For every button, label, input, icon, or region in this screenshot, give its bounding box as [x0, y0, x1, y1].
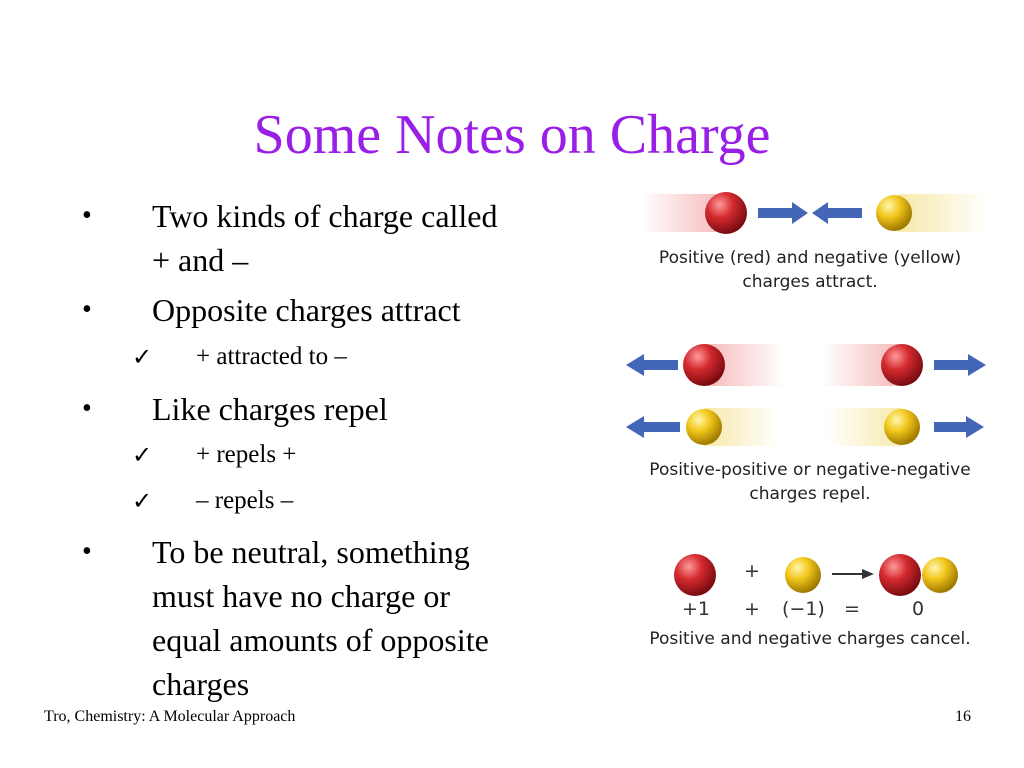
- charge-figure: Positive (red) and negative (yellow) cha…: [600, 180, 1020, 660]
- arrow-right-icon: [934, 354, 986, 376]
- check-icon: ✓: [132, 441, 153, 469]
- positive-charge-icon: [674, 554, 716, 596]
- arrow-right-icon: [934, 416, 984, 438]
- arrow-left-icon: [626, 416, 680, 438]
- bullet-line: Like charges repel: [152, 391, 388, 427]
- negative-charge-icon: [922, 557, 958, 593]
- positive-charge-icon: [705, 192, 747, 234]
- bullet-opposite-attract: • Opposite charges attract: [82, 288, 602, 332]
- caption-line: charges repel.: [749, 484, 871, 504]
- subbullet-pos-repels: ✓ + repels +: [132, 438, 596, 472]
- bullet-line: + repels +: [196, 441, 297, 468]
- check-icon: ✓: [132, 487, 153, 515]
- negative-charge-icon: [686, 409, 722, 445]
- positive-charge-icon: [683, 344, 725, 386]
- equation-result: 0: [912, 598, 925, 620]
- bullet-line: equal amounts of opposite: [152, 622, 489, 658]
- caption-line: charges attract.: [742, 272, 878, 292]
- bullet-marker: •: [82, 200, 92, 231]
- attract-diagram: [640, 192, 988, 234]
- positive-charge-icon: [879, 554, 921, 596]
- arrow-left-icon: [626, 354, 678, 376]
- bullet-line: must have no charge or: [152, 578, 450, 614]
- bullet-list: • Two kinds of charge called + and – • O…: [82, 194, 602, 702]
- bullet-marker: •: [82, 393, 92, 424]
- equation-equals: =: [844, 598, 860, 620]
- subbullet-neg-repels: ✓ – repels –: [132, 484, 596, 518]
- equation-top-plus: +: [744, 560, 760, 582]
- bullet-line: Opposite charges attract: [152, 292, 461, 328]
- negative-charge-icon: [884, 409, 920, 445]
- equation-plus: +: [744, 598, 760, 620]
- bullet-line: + and –: [152, 242, 249, 278]
- bullet-line: charges: [152, 666, 250, 702]
- page-number: 16: [955, 708, 971, 725]
- subbullet-attracted: ✓ + attracted to –: [132, 340, 596, 374]
- bullet-line: – repels –: [196, 487, 294, 514]
- bullet-line: Two kinds of charge called: [152, 198, 498, 234]
- reaction-arrow-icon: [862, 569, 874, 579]
- repel-caption: Positive-positive or negative-negative c…: [600, 458, 1020, 506]
- bullet-marker: •: [82, 294, 92, 325]
- caption-line: Positive-positive or negative-negative: [649, 460, 971, 480]
- arrow-left-icon: [812, 202, 862, 224]
- negative-charge-icon: [785, 557, 821, 593]
- footer-source: Tro, Chemistry: A Molecular Approach: [44, 708, 296, 725]
- check-icon: ✓: [132, 343, 153, 371]
- cancel-caption: Positive and negative charges cancel.: [649, 629, 971, 649]
- repel-positive-diagram: [626, 344, 986, 386]
- bullet-line: + attracted to –: [196, 343, 347, 370]
- slide-title: Some Notes on Charge: [253, 104, 771, 166]
- arrow-right-icon: [758, 202, 808, 224]
- repel-negative-diagram: [626, 408, 984, 446]
- positive-charge-icon: [881, 344, 923, 386]
- negative-charge-icon: [876, 195, 912, 231]
- attract-caption: Positive (red) and negative (yellow) cha…: [600, 246, 1020, 294]
- caption-line: Positive (red) and negative (yellow): [658, 248, 962, 268]
- bullet-like-repel: • Like charges repel: [82, 387, 602, 431]
- bullet-two-kinds: • Two kinds of charge called + and –: [82, 194, 602, 282]
- bullet-line: To be neutral, something: [152, 534, 470, 570]
- cancel-diagram: [674, 554, 958, 596]
- bullet-marker: •: [82, 536, 92, 567]
- bullet-neutral: • To be neutral, something must have no …: [82, 530, 602, 706]
- charge-illustration: [626, 192, 988, 596]
- equation-positive: +1: [682, 598, 711, 620]
- equation-negative: (−1): [782, 598, 825, 620]
